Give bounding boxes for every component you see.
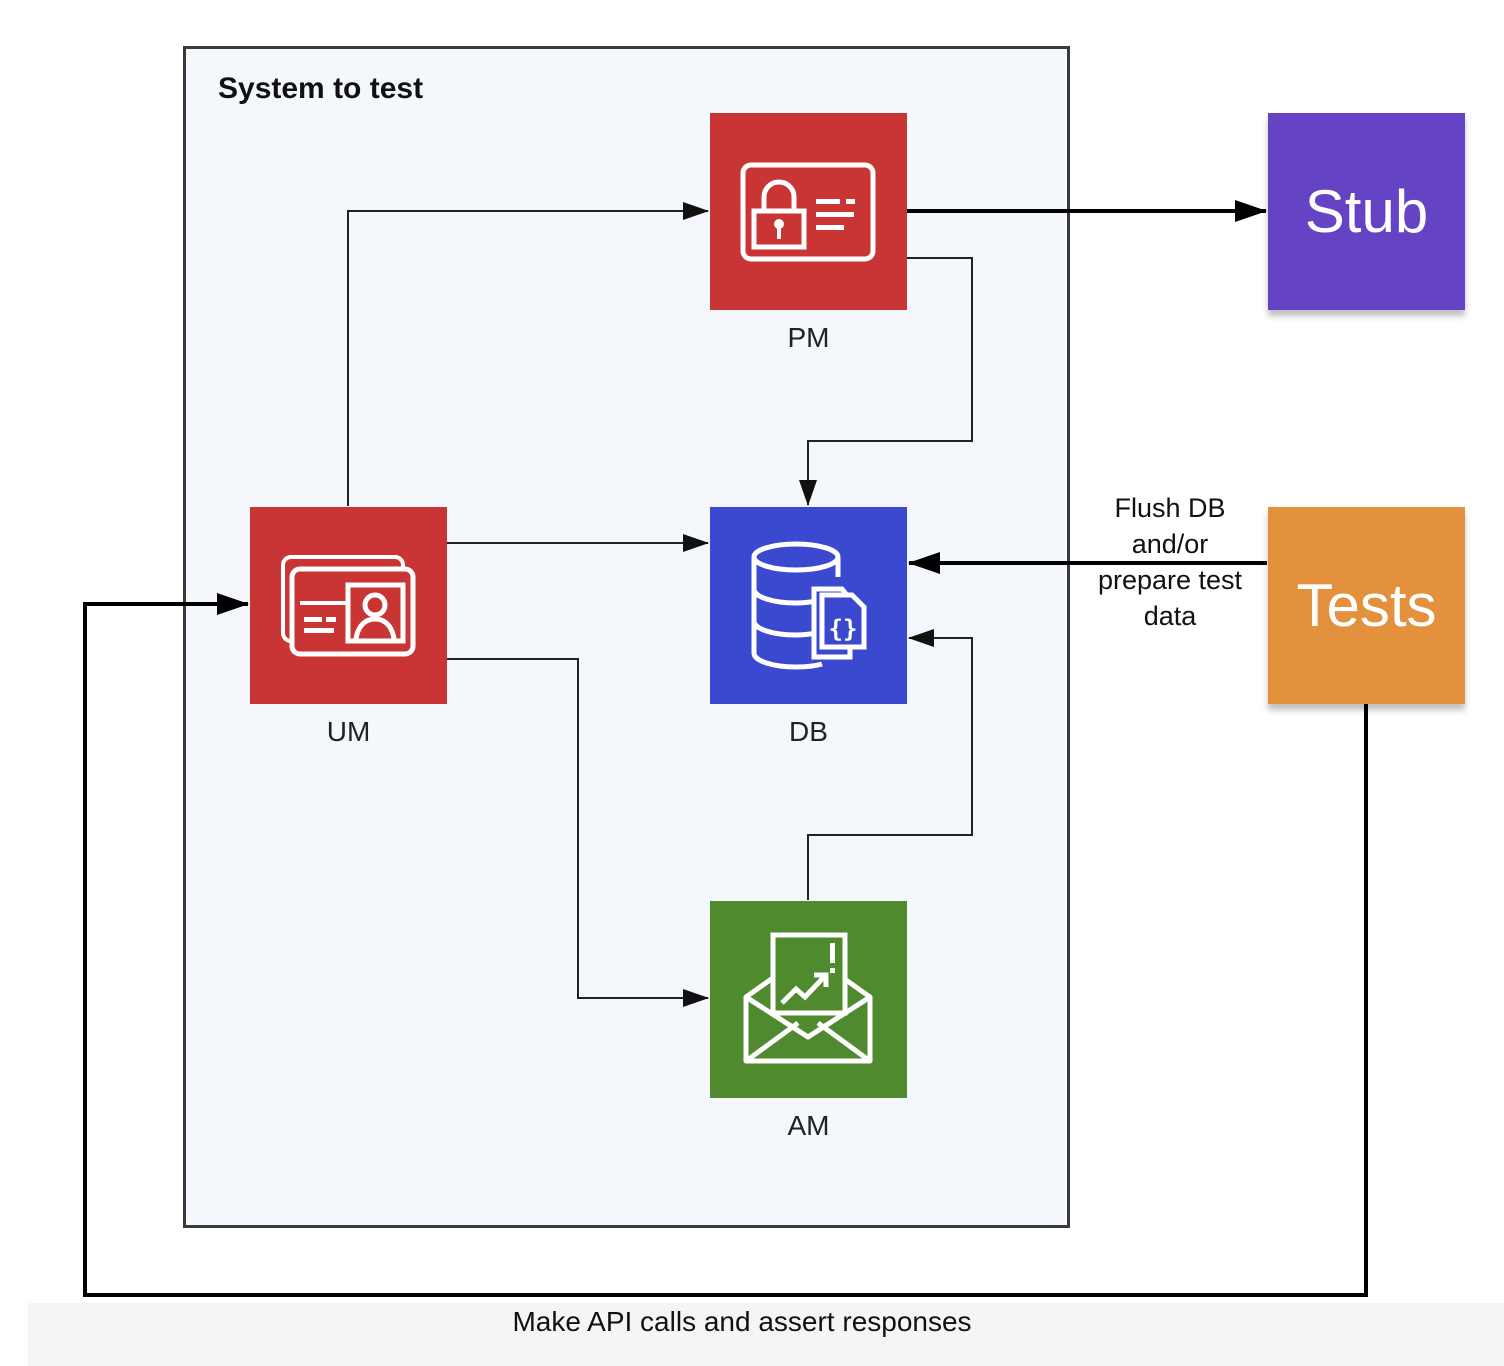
tests-box[interactable]: Tests <box>1268 507 1465 704</box>
node-db[interactable]: {} <box>710 507 907 704</box>
id-card-lock-icon <box>710 113 907 310</box>
edge-pm-to-db <box>799 257 973 506</box>
label-pm: PM <box>787 322 830 353</box>
tests-label: Tests <box>1296 572 1437 639</box>
edge-tests-to-um <box>83 593 1368 1297</box>
edge-label-line: prepare test <box>1097 565 1243 595</box>
edge-um-to-am <box>447 658 709 1007</box>
user-card-icon <box>250 507 447 704</box>
edge-label-line: data <box>1143 601 1197 631</box>
node-um[interactable] <box>250 507 447 704</box>
system-title: System to test <box>218 72 424 105</box>
database-document-icon: {} <box>710 507 907 704</box>
svg-text:{}: {} <box>829 615 858 643</box>
edge-label-tests-to-db: Flush DB and/or prepare test data <box>1075 490 1265 634</box>
edge-am-to-db <box>807 629 973 900</box>
edge-label-line: and/or <box>1131 529 1209 559</box>
label-db: DB <box>789 716 828 747</box>
label-um: UM <box>326 716 371 747</box>
node-am[interactable] <box>710 901 907 1098</box>
stub-label: Stub <box>1304 178 1429 245</box>
edge-label-line: Flush DB <box>1114 493 1226 523</box>
edge-label-tests-to-um: Make API calls and assert responses <box>512 1306 972 1337</box>
bottom-band <box>28 1303 1504 1366</box>
node-pm[interactable] <box>710 113 907 310</box>
mail-alert-icon <box>710 901 907 1098</box>
stub-box[interactable]: Stub <box>1268 113 1465 310</box>
edge-um-to-pm <box>347 202 709 506</box>
label-am: AM <box>787 1110 830 1141</box>
